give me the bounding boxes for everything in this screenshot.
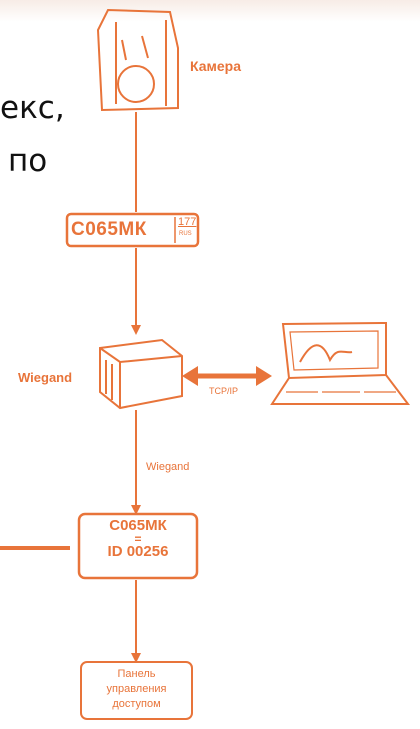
- match-equals: =: [134, 532, 142, 546]
- wire-label: Wiegand: [146, 461, 190, 473]
- panel-line-3: доступом: [112, 698, 161, 710]
- panel-text: Панель управления доступом: [81, 667, 192, 712]
- camera-icon: [96, 8, 179, 112]
- camera-label: Камера: [190, 58, 241, 74]
- plate-country: RUS: [179, 231, 192, 237]
- panel-line-2: управления: [106, 683, 167, 695]
- match-id-text: ID 00256: [107, 543, 169, 560]
- match-text: С065МК = ID 00256: [79, 518, 197, 560]
- tcpip-arrow-right: [256, 366, 272, 386]
- plate-number: С065МК: [71, 219, 147, 240]
- slide-text-line-1: екс,: [0, 90, 65, 126]
- wiegand-controller-icon: [99, 338, 183, 410]
- plate-region-code: 177: [178, 216, 197, 228]
- panel-box: [80, 661, 193, 720]
- match-plate-text: С065МК: [109, 517, 167, 534]
- wiegand-label: Wiegand: [18, 370, 73, 385]
- accent-dash: [0, 546, 70, 550]
- tcpip-label: TCP/IP: [209, 386, 239, 396]
- panel-line-1: Панель: [117, 668, 156, 680]
- laptop-icon: [270, 321, 411, 405]
- match-box: [77, 512, 199, 580]
- license-plate-box: [65, 212, 200, 248]
- slide-text-line-2: по: [8, 143, 48, 179]
- tcpip-arrow-left: [182, 366, 198, 386]
